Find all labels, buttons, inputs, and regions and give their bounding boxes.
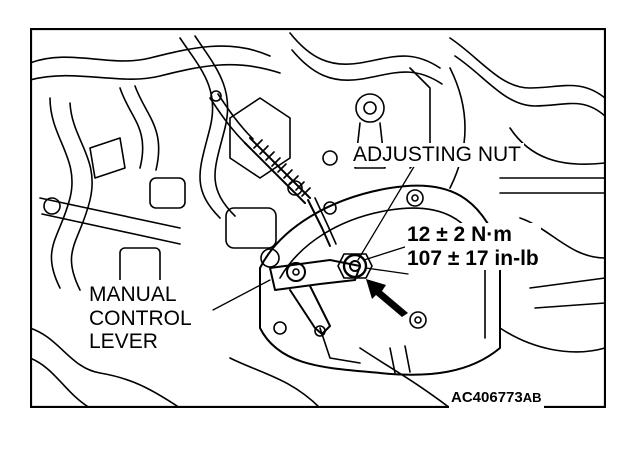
- torque-imperial: 107 ± 17 in-lb: [407, 246, 539, 270]
- manual-control-lever-label: MANUAL CONTROL LEVER: [85, 280, 196, 357]
- shift-cable: [209, 90, 337, 247]
- adjusting-nut-shape: [337, 253, 373, 279]
- figure-code-number: AC406773: [451, 389, 523, 406]
- manual-control-lever-shape: [269, 259, 361, 337]
- engine-bay-background: [30, 32, 606, 408]
- lever-label-line-3: LEVER: [89, 330, 158, 354]
- torque-spec-label: 12 ± 2 N·m 107 ± 17 in-lb: [405, 223, 541, 271]
- figure-code-suffix: AB: [522, 390, 542, 405]
- lever-label-line-1: MANUAL: [89, 283, 177, 306]
- arrow-icon: [366, 279, 408, 317]
- torque-metric: 12 ± 2 N·m: [407, 223, 512, 246]
- transmission-line-art: [30, 28, 606, 408]
- figure-code: AC406773AB: [449, 389, 544, 408]
- lever-label-line-2: CONTROL: [89, 306, 192, 330]
- adjusting-nut-label: ADJUSTING NUT: [350, 143, 524, 167]
- leader-lines: [212, 164, 416, 311]
